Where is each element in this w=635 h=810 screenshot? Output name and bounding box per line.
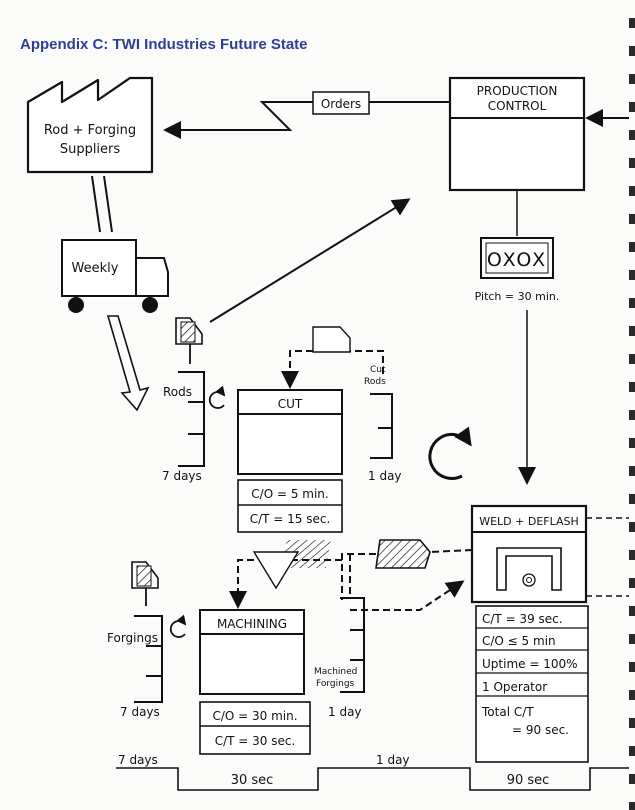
supplier-factory: Rod + Forging Suppliers bbox=[26, 76, 154, 174]
orders-box bbox=[312, 91, 370, 115]
machining-co: C/O = 30 min. bbox=[212, 709, 297, 723]
page-title: Appendix C: TWI Industries Future State bbox=[20, 36, 308, 53]
pull-arrow-icon-2 bbox=[169, 614, 187, 638]
timeline-mid-days: 1 day bbox=[376, 753, 410, 767]
orders-label: Orders bbox=[321, 97, 361, 111]
pc-to-cut-signal bbox=[209, 198, 411, 323]
process-machining: MACHINING bbox=[199, 609, 305, 695]
supermarket-forgings bbox=[134, 615, 163, 703]
weld-data-box: C/T = 39 sec. C/O ≤ 5 min Uptime = 100% … bbox=[475, 605, 589, 763]
weld-co: C/O ≤ 5 min bbox=[482, 634, 556, 648]
kanban-post-icon bbox=[175, 317, 203, 364]
machined-days: 1 day bbox=[328, 705, 362, 719]
cut-data-box: C/O = 5 min. C/T = 15 sec. bbox=[237, 479, 343, 533]
weld-ct: C/T = 39 sec. bbox=[482, 612, 563, 626]
weld-operators: 1 Operator bbox=[482, 680, 547, 694]
machining-kanban-loop bbox=[229, 539, 473, 611]
supermarket-cut-rods bbox=[370, 393, 393, 459]
kanban-post-icon-2 bbox=[131, 561, 159, 606]
production-control-box: PRODUCTION CONTROL bbox=[448, 76, 586, 192]
cut-rods-label-1: Cut bbox=[370, 365, 386, 375]
cut-co: C/O = 5 min. bbox=[251, 487, 328, 501]
forgings-label: Forgings bbox=[107, 631, 158, 645]
timeline-first-ct: 30 sec bbox=[231, 773, 274, 788]
pc-title-line1: PRODUCTION bbox=[477, 84, 558, 98]
weld-title: WELD + DEFLASH bbox=[479, 515, 579, 528]
cut-rods-days: 1 day bbox=[368, 469, 402, 483]
heijunka-text: OXOX bbox=[487, 249, 547, 271]
process-weld-deflash: WELD + DEFLASH bbox=[470, 504, 588, 604]
cut-ct: C/T = 15 sec. bbox=[250, 512, 331, 526]
cut-inventory-days: 7 days bbox=[162, 469, 202, 483]
shipment-arrow bbox=[106, 315, 150, 412]
supermarket-rods bbox=[178, 371, 205, 467]
heijunka-box: OXOX bbox=[480, 237, 554, 279]
pitch-label: Pitch = 30 min. bbox=[475, 290, 560, 303]
machining-title: MACHINING bbox=[217, 617, 287, 631]
supermarket-machined-forgings bbox=[340, 597, 365, 693]
truck-label: Weekly bbox=[72, 261, 119, 276]
weld-total-ct-1: Total C/T bbox=[481, 705, 534, 719]
weld-uptime: Uptime = 100% bbox=[482, 657, 578, 671]
truck-icon: Weekly bbox=[61, 239, 169, 313]
weld-total-ct-2: = 90 sec. bbox=[512, 723, 569, 737]
pull-arrow-icon bbox=[208, 385, 226, 409]
shipment-rails bbox=[91, 175, 113, 233]
machining-data-box: C/O = 30 min. C/T = 30 sec. bbox=[199, 701, 311, 755]
load-leveling-icon bbox=[428, 426, 472, 480]
cut-title: CUT bbox=[278, 397, 303, 411]
supplier-name-line2: Suppliers bbox=[60, 142, 121, 157]
operator-icon bbox=[522, 573, 536, 587]
machined-label-2: Forgings bbox=[316, 679, 355, 689]
cut-kanban-loop bbox=[281, 326, 384, 389]
cut-rods-label-2: Rods bbox=[364, 377, 386, 387]
pc-title-line2: CONTROL bbox=[488, 99, 547, 113]
machined-label-1: Machined bbox=[314, 667, 357, 677]
process-cut: CUT bbox=[237, 389, 343, 475]
timeline bbox=[116, 767, 632, 791]
machining-inventory-days: 7 days bbox=[120, 705, 160, 719]
binder-edge bbox=[629, 0, 635, 810]
machining-ct: C/T = 30 sec. bbox=[215, 734, 296, 748]
supplier-name-line1: Rod + Forging bbox=[44, 123, 136, 138]
rods-label: Rods bbox=[163, 385, 192, 399]
orders-electronic-flow: Orders bbox=[163, 91, 450, 139]
work-cell-icon bbox=[496, 547, 562, 591]
timeline-left-days: 7 days bbox=[118, 753, 158, 767]
timeline-second-ct: 90 sec bbox=[507, 773, 550, 788]
